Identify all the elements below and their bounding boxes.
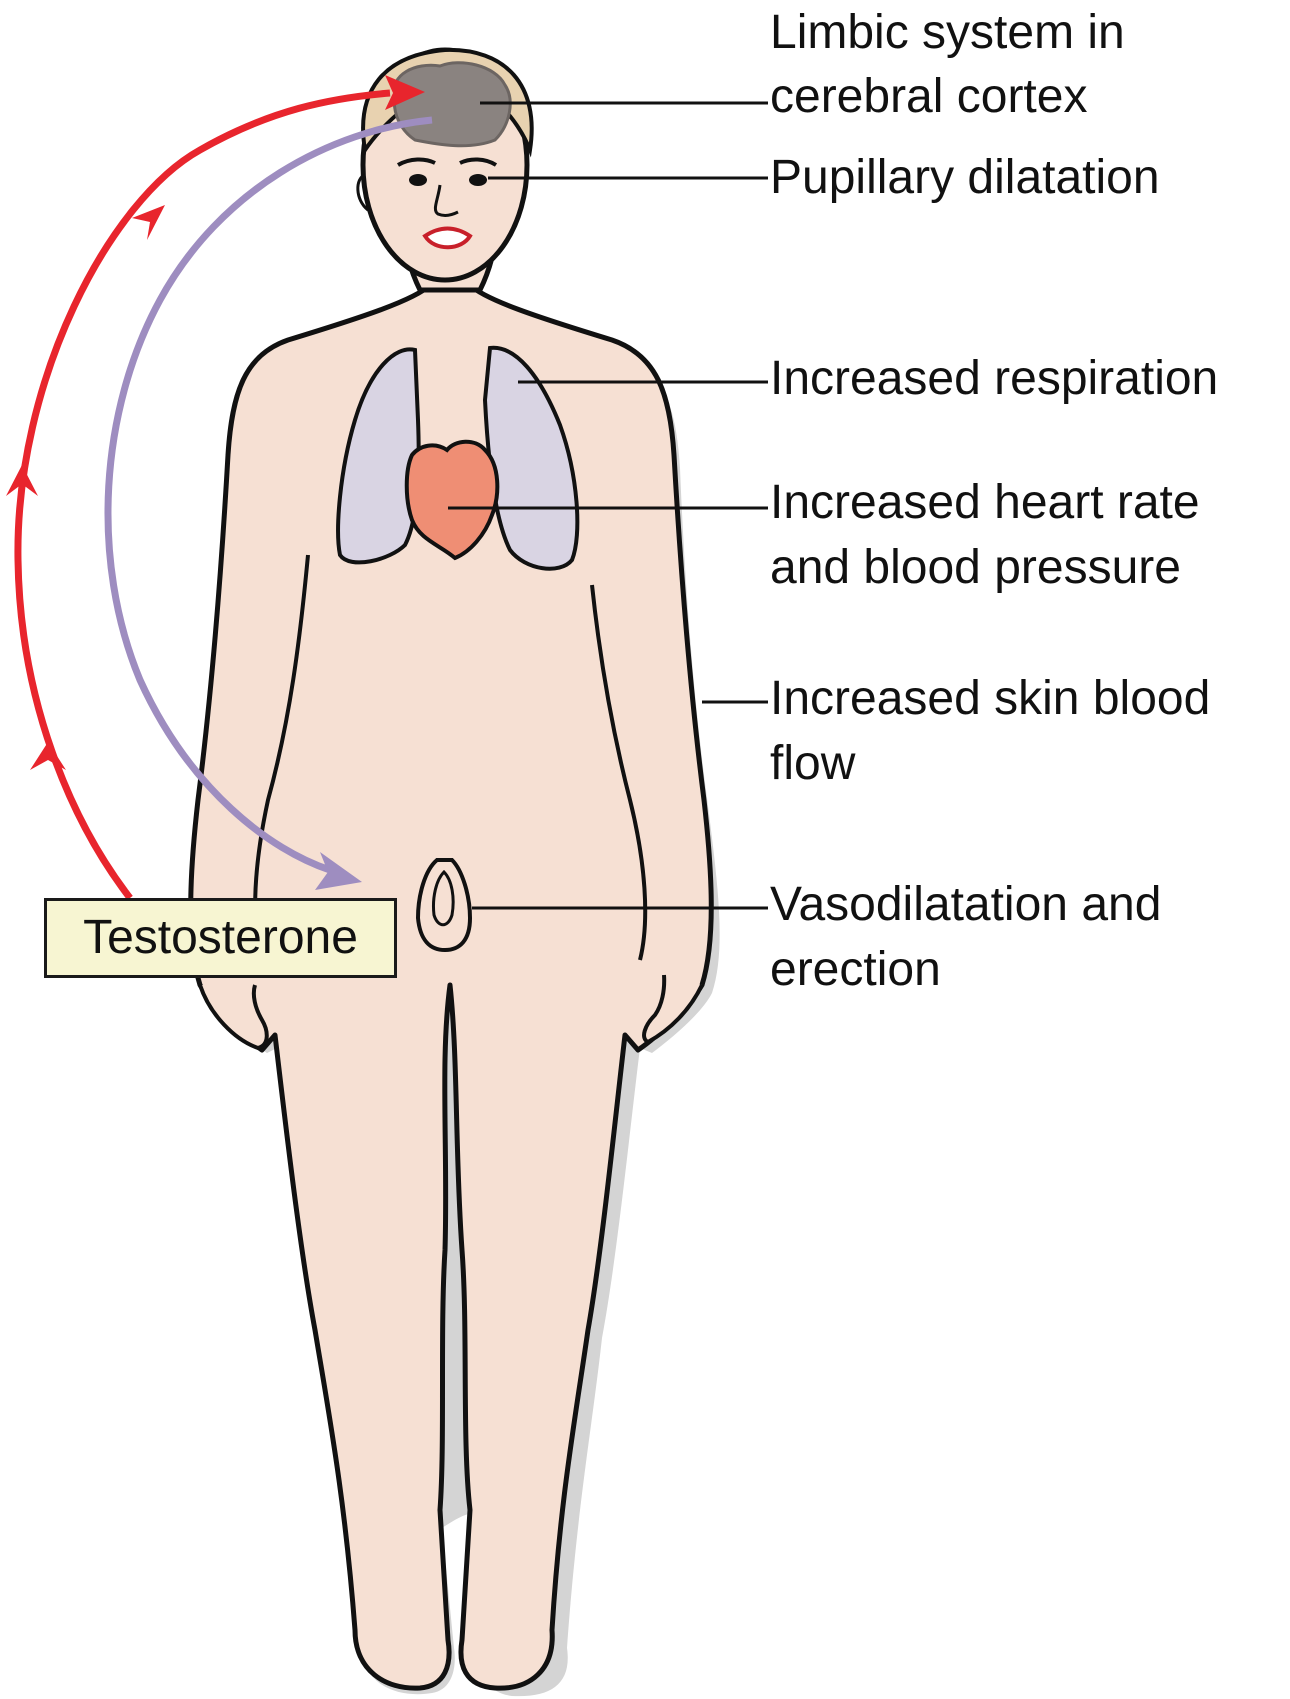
neural-arrow <box>104 116 433 874</box>
right-eye <box>469 174 487 186</box>
ear-left <box>356 173 370 212</box>
label-skin-line2: flow <box>770 737 856 790</box>
testosterone-arrowhead-1 <box>30 742 66 770</box>
testosterone-arrowhead-2 <box>6 465 38 496</box>
genital-inner <box>432 869 455 927</box>
label-heart-line1: Increased heart rate <box>770 476 1200 529</box>
label-skin-line1: Increased skin blood <box>770 672 1211 725</box>
label-limbic-line2: cerebral cortex <box>770 70 1088 123</box>
label-pupillary: Pupillary dilatation <box>770 151 1160 204</box>
mouth <box>422 226 473 250</box>
right-eyebrow <box>459 157 498 167</box>
genital-outline <box>415 858 473 953</box>
neural-arrowhead <box>315 852 362 890</box>
label-limbic-line1: Limbic system in <box>770 6 1125 59</box>
nose <box>433 184 459 217</box>
label-vaso-line1: Vasodilatation and <box>770 878 1162 931</box>
testosterone-box: Testosterone <box>44 898 397 978</box>
left-eye <box>409 174 427 186</box>
testosterone-arrowhead-3 <box>132 205 165 240</box>
right-hand <box>642 974 704 1045</box>
testosterone-arrowhead-top <box>385 75 425 110</box>
left-eyebrow <box>396 157 436 167</box>
heart <box>404 439 500 561</box>
limbic-brain <box>392 61 512 148</box>
left-hand <box>198 984 269 1051</box>
label-vaso-line2: erection <box>770 943 941 996</box>
label-respiration: Increased respiration <box>770 352 1219 405</box>
label-heart-line2: and blood pressure <box>770 541 1181 594</box>
right-arm-line <box>590 584 648 961</box>
